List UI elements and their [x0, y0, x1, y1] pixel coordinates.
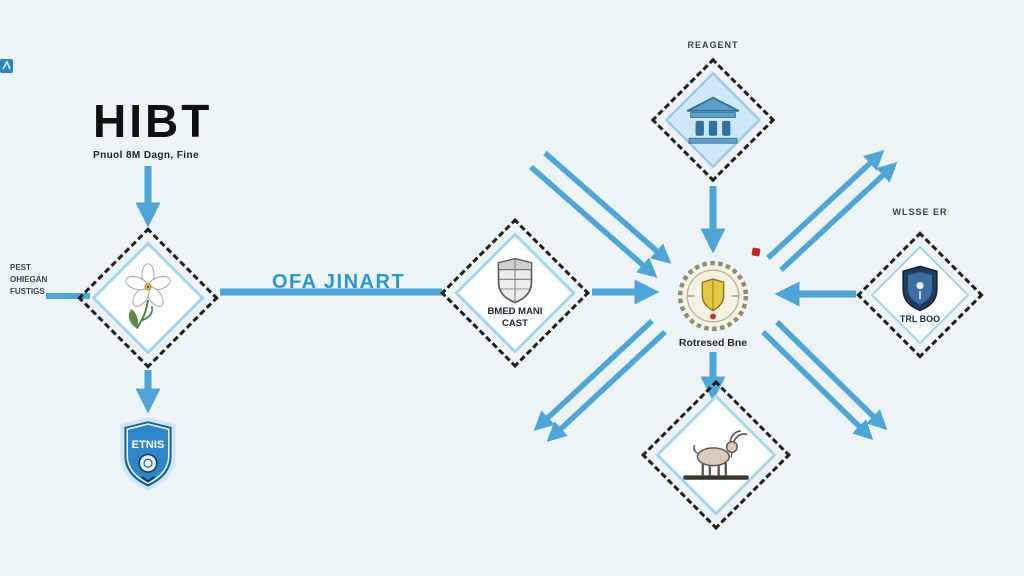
- goat-icon: [683, 430, 749, 480]
- flower-icon: [125, 263, 171, 330]
- left-note-line: PEST: [10, 263, 31, 272]
- left-note-line: FUSTIGS: [10, 287, 45, 296]
- left-note-line: OHIEGAN: [10, 275, 48, 284]
- node-animal: [641, 380, 791, 530]
- badge-label: ETNIS: [132, 439, 165, 451]
- page-subtitle: Pnuol 8M Dagn, Fine: [93, 150, 199, 161]
- left-note: PEST OHIEGAN FUSTIGS: [10, 262, 47, 298]
- red-marker-top: [751, 247, 761, 257]
- node-bank-label: REAGENT: [687, 40, 739, 50]
- flow-label: OFA JINART: [272, 271, 406, 293]
- node-badge: ETNIS: [116, 414, 180, 494]
- page-title: HIBT: [93, 95, 213, 147]
- badge-shield-icon: ETNIS: [120, 417, 176, 491]
- node-guard: TRL BOO: [856, 231, 984, 359]
- node-crest-label: BMED MANI CAST: [488, 306, 543, 330]
- node-hub: [673, 256, 753, 336]
- node-guard-frame: TRL BOO: [870, 245, 970, 345]
- node-crest-frame: BMED MANI CAST: [454, 232, 576, 354]
- node-animal-frame: [655, 394, 777, 516]
- node-guard-inner-label: TRL BOO: [899, 314, 941, 325]
- navy-shield-icon: [902, 265, 938, 312]
- node-guard-label: WLSSE ER: [892, 207, 948, 217]
- node-bank-frame: [664, 71, 762, 169]
- corner-mark-icon: [0, 59, 13, 73]
- node-crest-label-line1: BMED MANI: [487, 306, 543, 318]
- title-block: HIBT Pnuol 8M Dagn, Fine: [93, 94, 212, 161]
- node-hub-label: Rotresed Bne: [678, 337, 748, 349]
- corner-mark: [0, 58, 16, 76]
- node-bank: [650, 57, 776, 183]
- bank-icon: [686, 96, 740, 144]
- node-seed: [77, 227, 219, 369]
- shield-grid-icon: [497, 257, 533, 304]
- node-crest-label-line2: CAST: [502, 318, 528, 329]
- gear-seal-icon: [677, 260, 749, 332]
- node-crest: BMED MANI CAST: [440, 218, 590, 368]
- node-seed-frame: [91, 241, 205, 355]
